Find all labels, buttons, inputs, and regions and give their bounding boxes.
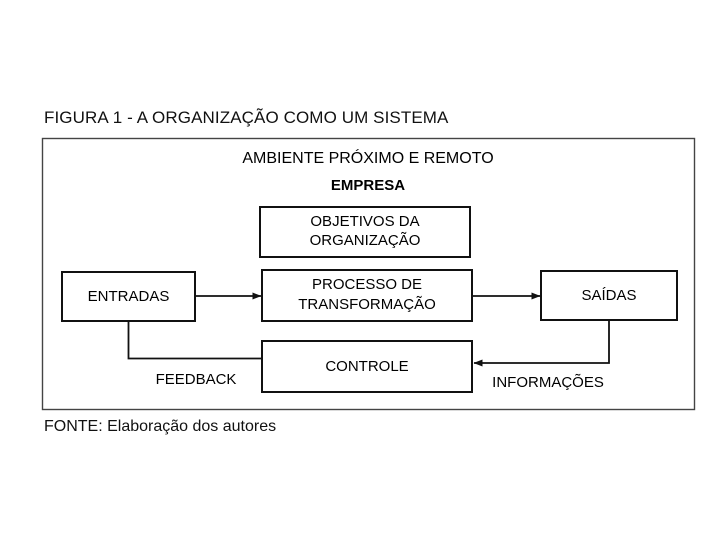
node-controle-label: CONTROLE: [325, 358, 408, 375]
company-label: EMPRESA: [331, 177, 405, 194]
figure-source: FONTE: Elaboração dos autores: [44, 418, 277, 435]
node-entradas[interactable]: [61, 271, 196, 322]
node-objetivos-label-line2: ORGANIZAÇÃO: [310, 232, 421, 249]
connector-feedback: [127, 321, 262, 360]
node-objetivos-label-line1: OBJETIVOS DA: [310, 213, 419, 230]
environment-label: AMBIENTE PRÓXIMO E REMOTO: [242, 148, 493, 167]
node-saidas[interactable]: [540, 270, 678, 321]
node-processo-label-line2: TRANSFORMAÇÃO: [298, 296, 436, 313]
edge-label-informacoes: INFORMAÇÕES: [492, 374, 604, 391]
edge-label-feedback: FEEDBACK: [156, 371, 237, 388]
figure-title: FIGURA 1 - A ORGANIZAÇÃO COMO UM SISTEMA: [44, 108, 449, 127]
node-controle[interactable]: [261, 340, 473, 393]
connector-informacoes: [473, 321, 610, 367]
node-entradas-label: ENTRADAS: [88, 288, 170, 305]
node-processo[interactable]: [261, 269, 473, 322]
node-processo-label-line1: PROCESSO DE: [312, 276, 422, 293]
node-saidas-label: SAÍDAS: [581, 287, 636, 304]
node-objetivos[interactable]: [259, 206, 471, 258]
